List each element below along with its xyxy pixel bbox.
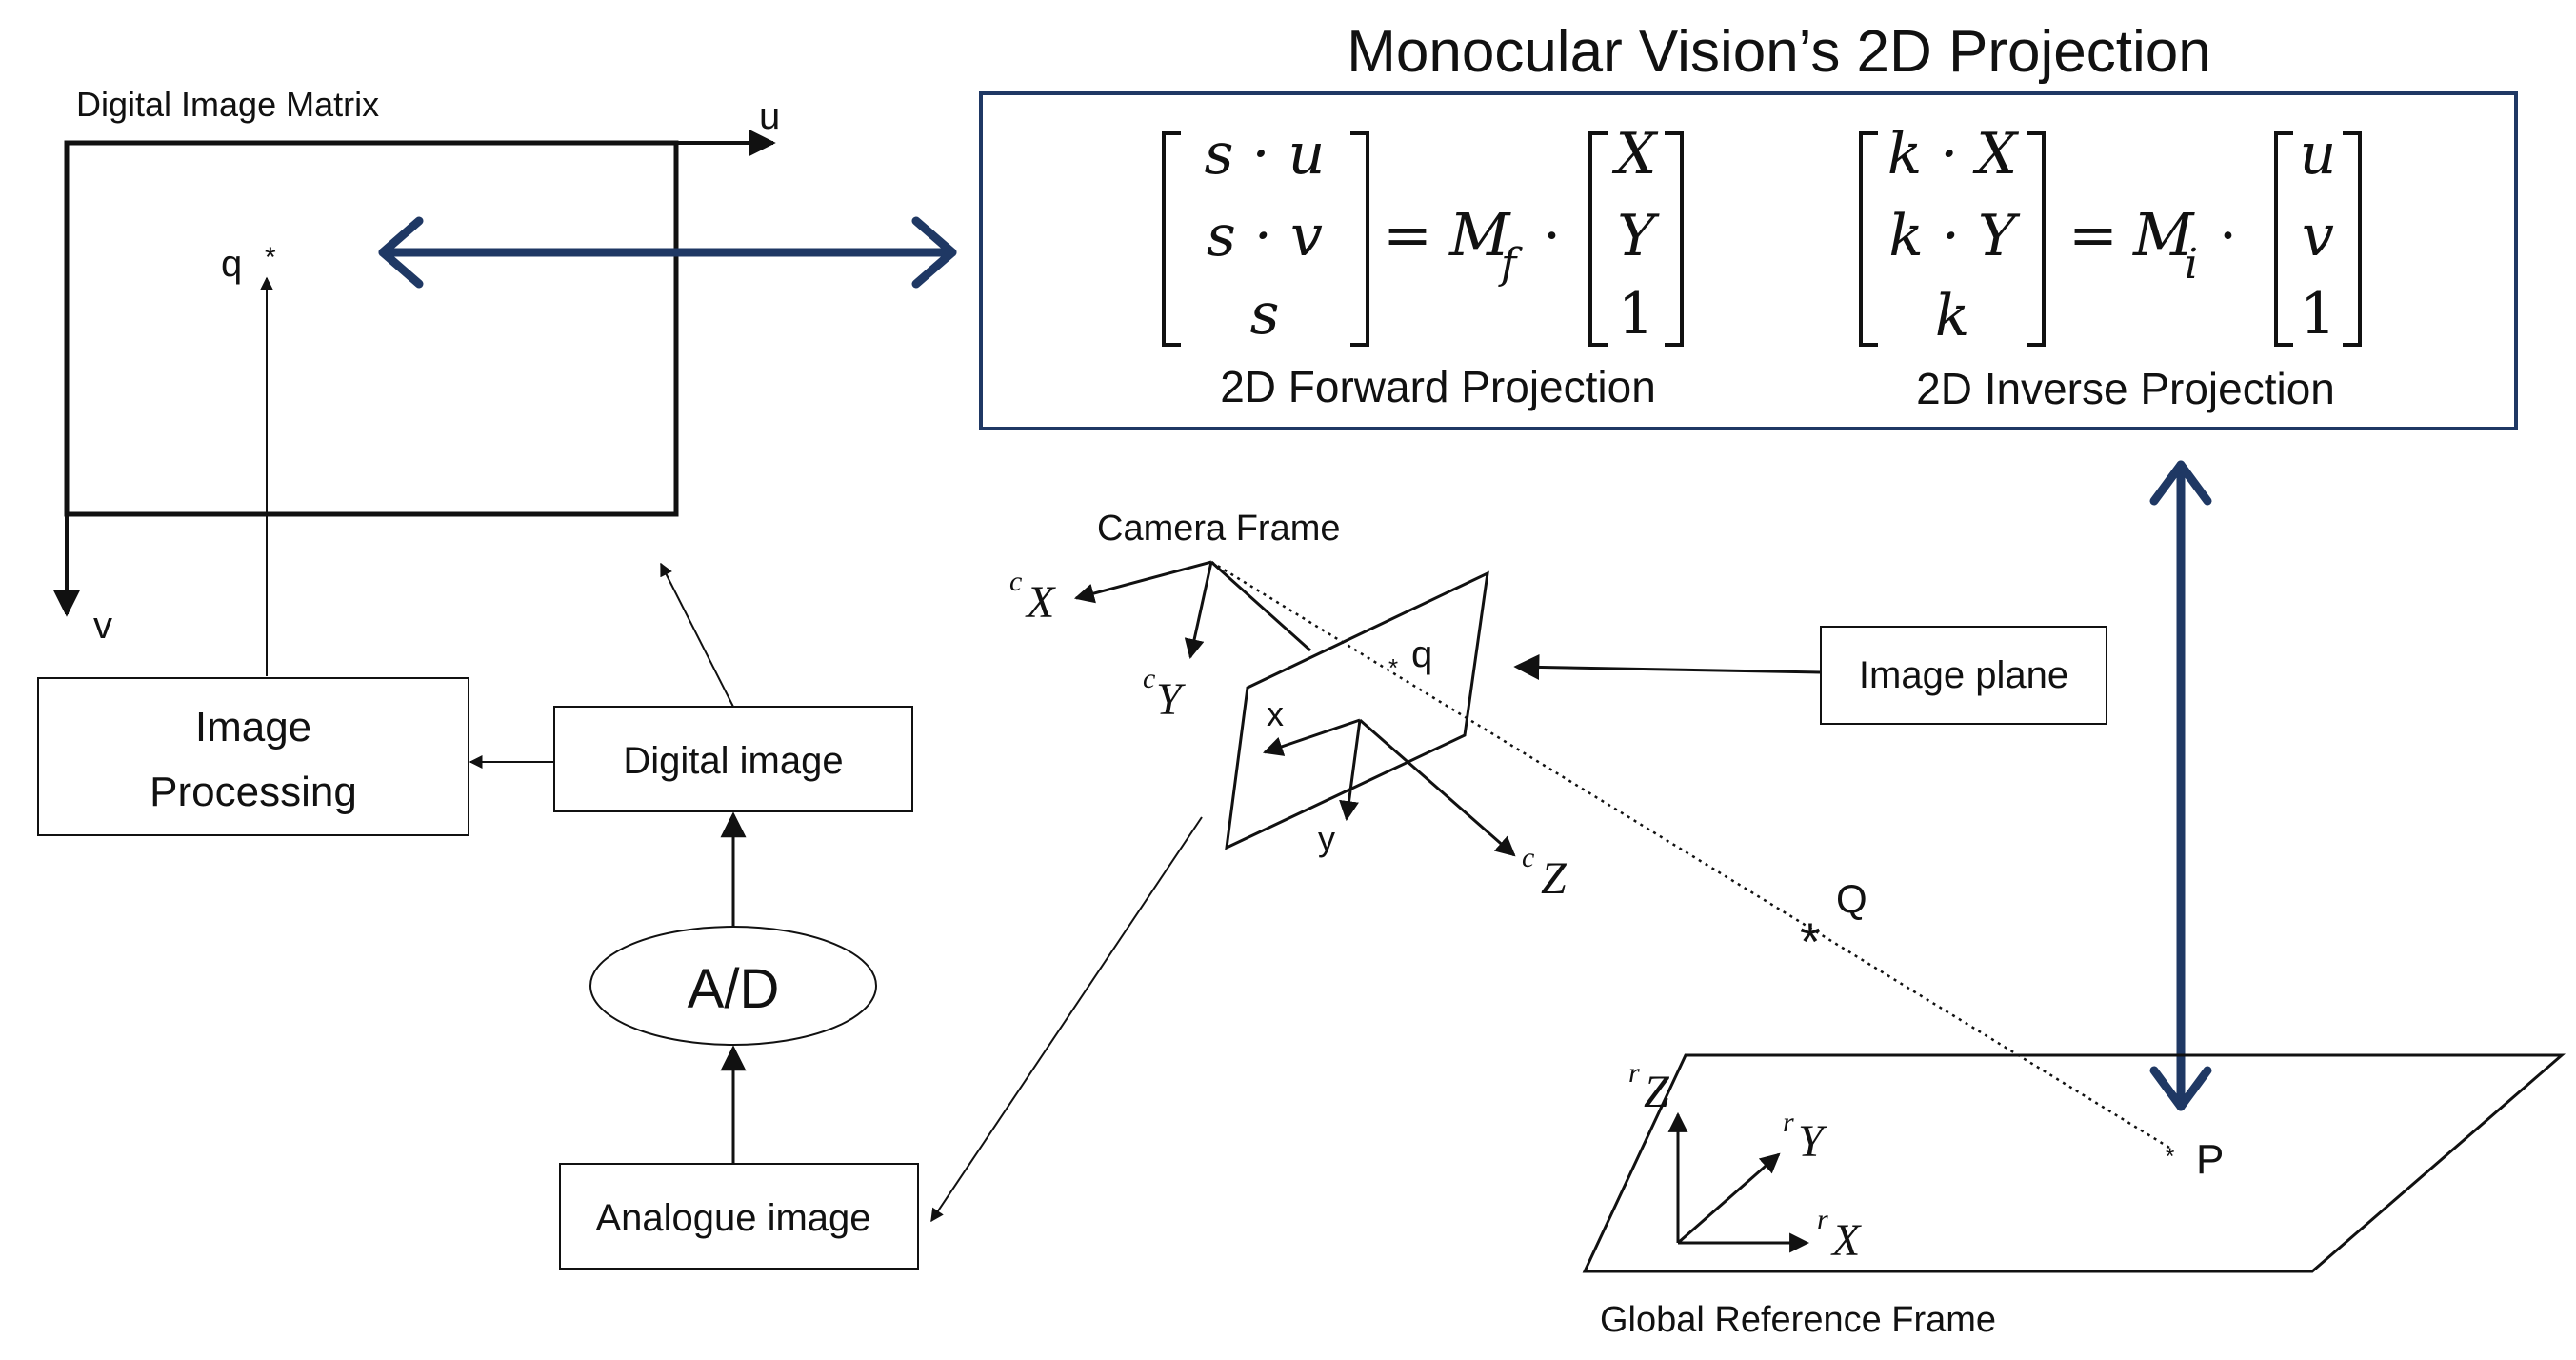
- inverse-lhs-bracket-left: [1859, 131, 1878, 347]
- camera-cy-sup: c: [1143, 663, 1155, 694]
- formula-ground-double-arrow: [2149, 460, 2212, 1111]
- world-rx-label: X: [1830, 1215, 1862, 1266]
- camera-optical-line: [1210, 560, 1311, 652]
- point-P-star: *: [2166, 1144, 2174, 1170]
- camera-cx-sup: c: [1009, 566, 1022, 597]
- world-ry-sup: r: [1783, 1107, 1794, 1138]
- analogue-image-label: Analogue image: [595, 1197, 870, 1239]
- global-frame-label: Global Reference Frame: [1600, 1300, 1996, 1340]
- forward-rhs-bracket-left: [1588, 131, 1608, 347]
- world-rx-sup: r: [1817, 1204, 1828, 1235]
- analogue-image-box: [559, 1163, 919, 1270]
- camera-cz-axis: [1359, 718, 1516, 857]
- camera-cy-label: Y: [1156, 674, 1186, 725]
- world-rz-sup: r: [1628, 1057, 1640, 1089]
- forward-lhs-row-2: s · v: [1207, 203, 1323, 270]
- diagram-title: Monocular Vision’s 2D Projection: [1347, 19, 2211, 85]
- image-plane-pointer-arrow: [1513, 653, 1822, 680]
- image-matrix-label: Digital Image Matrix: [76, 85, 379, 124]
- forward-matrix-symbol: M: [1448, 200, 1511, 270]
- camera-cz-label: Z: [1541, 853, 1568, 904]
- image-plane: [1225, 570, 1489, 850]
- forward-lhs-bracket-left: [1162, 131, 1181, 347]
- inverse-matrix-subscript: i: [2185, 240, 2198, 289]
- plane-q-label: q: [1411, 633, 1432, 675]
- formula-box: [979, 91, 2518, 430]
- forward-rhs-row-3: 1: [1618, 281, 1654, 348]
- inverse-lhs-row-2: k · Y: [1888, 203, 2021, 270]
- u-axis-label: u: [759, 95, 780, 137]
- camera-frame-label: Camera Frame: [1097, 509, 1341, 549]
- forward-dot: ·: [1543, 203, 1561, 270]
- point-Q-label: Q: [1836, 876, 1867, 921]
- inverse-equals: =: [2068, 200, 2118, 270]
- digital-image-box: [553, 706, 913, 812]
- forward-rhs-bracket-right: [1665, 131, 1684, 347]
- world-ry-label: Y: [1798, 1116, 1827, 1167]
- ground-plane: [1582, 1053, 2566, 1273]
- plane-y-label: y: [1318, 819, 1335, 858]
- digital-image-label: Digital image: [623, 740, 843, 782]
- inverse-rhs-row-1: u: [2300, 121, 2337, 188]
- plane-x-label: x: [1267, 694, 1284, 733]
- plane-x-axis: [1263, 718, 1361, 756]
- point-q-star: *: [265, 242, 276, 273]
- camera-cy-axis: [1184, 561, 1213, 660]
- camera-cx-label: X: [1025, 577, 1056, 628]
- image-plane-label-box: [1820, 626, 2107, 725]
- inverse-caption: 2D Inverse Projection: [1916, 364, 2335, 413]
- inverse-rhs-bracket-left: [2274, 131, 2293, 347]
- image-processing-label-line2: Processing: [150, 769, 357, 815]
- matrix-formula-double-arrow: [378, 216, 957, 289]
- image-processing-label-line1: Image: [195, 704, 311, 750]
- inverse-lhs-bracket-right: [2027, 131, 2046, 347]
- forward-lhs-row-1: s · u: [1205, 121, 1326, 188]
- ad-converter-label: A/D: [688, 958, 780, 1020]
- v-axis-label: v: [93, 605, 112, 647]
- point-q-label: q: [221, 243, 242, 285]
- plane-y-axis: [1339, 719, 1362, 822]
- inverse-rhs-bracket-right: [2343, 131, 2362, 347]
- inverse-lhs-row-1: k · X: [1887, 121, 2020, 188]
- forward-projection-equation: s · u s · v s = M f · X Y 1 2D Forward P…: [1162, 121, 1684, 411]
- plane-q-star: *: [1388, 653, 1398, 682]
- forward-matrix-subscript: f: [1498, 240, 1523, 289]
- camera-cx-axis: [1073, 560, 1212, 604]
- inverse-rhs-row-3: 1: [2300, 281, 2336, 348]
- inverse-matrix-symbol: M: [2132, 200, 2195, 270]
- image-plane-label: Image plane: [1859, 654, 2068, 696]
- plane-to-analogue-arrow: [930, 816, 1203, 1223]
- inverse-projection-equation: k · X k · Y k = M i · u v 1 2D Inverse P…: [1859, 121, 2362, 413]
- digital-to-matrix-arrow: [660, 562, 734, 708]
- forward-rhs-row-2: Y: [1617, 203, 1660, 270]
- forward-lhs-row-3: s: [1250, 281, 1280, 348]
- image-processing-box: [37, 677, 469, 836]
- point-Q-star: *: [1800, 911, 1821, 971]
- forward-rhs-row-1: X: [1612, 121, 1659, 188]
- inverse-dot: ·: [2219, 203, 2237, 270]
- camera-cz-sup: c: [1522, 842, 1534, 873]
- forward-lhs-bracket-right: [1350, 131, 1369, 347]
- forward-equals: =: [1383, 200, 1432, 270]
- forward-caption: 2D Forward Projection: [1220, 362, 1656, 411]
- inverse-rhs-row-2: v: [2302, 203, 2334, 270]
- point-P-label: P: [2196, 1136, 2224, 1183]
- world-rz-label: Z: [1644, 1067, 1670, 1117]
- inverse-lhs-row-3: k: [1935, 283, 1969, 350]
- image-matrix-frame: [64, 140, 679, 517]
- world-ry-axis: [1677, 1152, 1781, 1245]
